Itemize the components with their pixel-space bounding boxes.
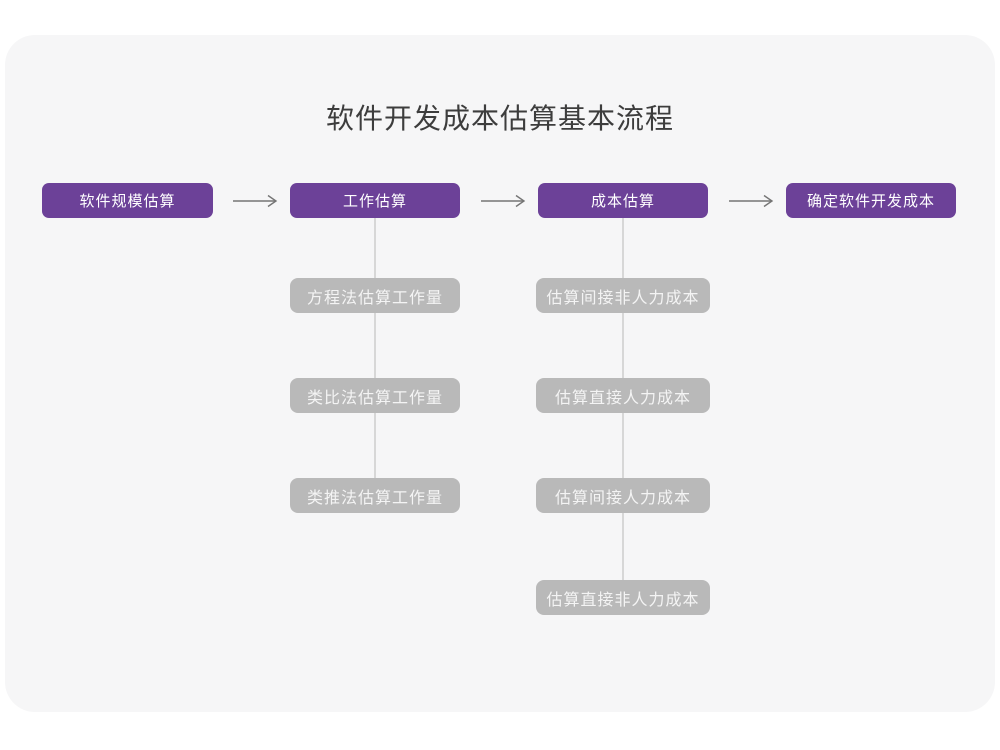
connector-line-work-estimation: [374, 217, 376, 495]
sub-node-indirect-labor-cost: 估算间接人力成本: [536, 478, 710, 513]
arrow-right-icon: [729, 194, 774, 208]
sub-node-extrapolation-method: 类推法估算工作量: [290, 478, 460, 513]
flow-node-determine-development-cost: 确定软件开发成本: [786, 183, 956, 218]
sub-node-analogy-method: 类比法估算工作量: [290, 378, 460, 413]
diagram-title: 软件开发成本估算基本流程: [325, 103, 674, 134]
flow-node-work-estimation: 工作估算: [290, 183, 460, 218]
flow-node-software-scale-estimation: 软件规模估算: [42, 183, 213, 218]
sub-node-direct-labor-cost: 估算直接人力成本: [536, 378, 710, 413]
sub-node-direct-non-labor-cost: 估算直接非人力成本: [536, 580, 710, 615]
sub-node-indirect-non-labor-cost: 估算间接非人力成本: [536, 278, 710, 313]
arrow-right-icon: [481, 194, 526, 208]
sub-node-equation-method: 方程法估算工作量: [290, 278, 460, 313]
arrow-right-icon: [233, 194, 278, 208]
diagram-card: 软件开发成本估算基本流程 软件规模估算 工作估算 成本估算 确定软件开发成本 方…: [5, 35, 995, 712]
flow-node-cost-estimation: 成本估算: [538, 183, 708, 218]
